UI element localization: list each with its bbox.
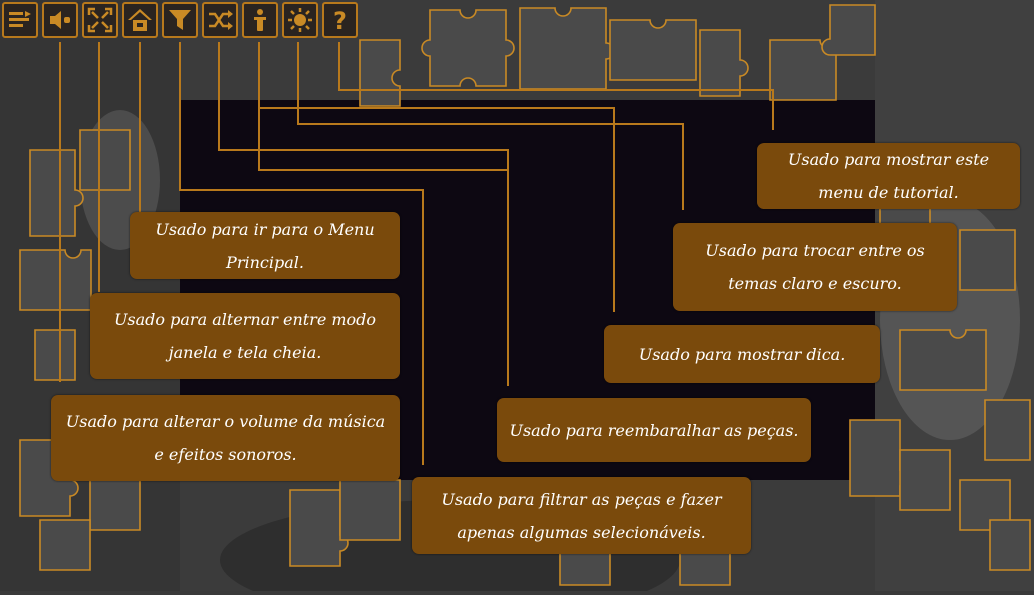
puzzle-piece <box>821 4 876 56</box>
puzzle-piece <box>699 29 749 97</box>
home-button[interactable] <box>122 2 158 38</box>
puzzle-piece <box>34 329 76 381</box>
tooltip-theme: Usado para trocar entre os temas claro e… <box>673 223 957 311</box>
volume-button[interactable] <box>42 2 78 38</box>
shuffle-icon <box>209 10 233 30</box>
puzzle-piece <box>39 519 91 571</box>
tooltip-shuffle: Usado para reembaralhar as peças. <box>497 398 811 462</box>
puzzle-piece <box>519 7 615 90</box>
toolbar: ? <box>0 0 360 42</box>
hint-icon <box>254 9 266 31</box>
home-icon <box>128 9 152 31</box>
help-icon: ? <box>333 7 347 34</box>
theme-icon <box>288 8 312 32</box>
puzzle-piece <box>339 479 401 541</box>
tooltip-filter-text: Usado para filtrar as peças e fazer apen… <box>441 489 722 542</box>
puzzle-piece <box>29 149 84 237</box>
tooltip-shuffle-text: Usado para reembaralhar as peças. <box>509 420 799 440</box>
fullscreen-button[interactable] <box>82 2 118 38</box>
puzzle-piece <box>19 249 92 311</box>
puzzle-piece <box>609 19 697 81</box>
tooltip-hint: Usado para mostrar dica. <box>604 325 880 383</box>
theme-button[interactable] <box>282 2 318 38</box>
speaker-icon <box>50 11 70 29</box>
menu-list-icon <box>9 11 31 27</box>
tooltip-window: Usado para alternar entre modo janela e … <box>90 293 400 379</box>
filter-button[interactable] <box>162 2 198 38</box>
tooltip-tutorial: Usado para mostrar este menu de tutorial… <box>757 143 1020 209</box>
puzzle-piece <box>421 9 515 87</box>
puzzle-piece <box>79 129 131 191</box>
hint-button[interactable] <box>242 2 278 38</box>
puzzle-piece <box>984 399 1031 461</box>
tooltip-theme-text: Usado para trocar entre os temas claro e… <box>705 241 925 293</box>
puzzle-piece <box>899 329 987 391</box>
tooltip-filter: Usado para filtrar as peças e fazer apen… <box>412 477 751 554</box>
tooltip-window-text: Usado para alternar entre modo janela e … <box>113 310 377 362</box>
tooltip-volume-text: Usado para alterar o volume da música e … <box>65 412 386 464</box>
puzzle-piece <box>89 479 141 531</box>
filter-icon <box>169 10 191 30</box>
tooltip-home: Usado para ir para o Menu Principal. <box>130 212 400 279</box>
puzzle-piece <box>899 449 951 511</box>
tooltip-home-text: Usado para ir para o Menu Principal. <box>155 219 375 272</box>
shuffle-button[interactable] <box>202 2 238 38</box>
svg-text:?: ? <box>333 7 347 34</box>
menu-list-button[interactable] <box>2 2 38 38</box>
fullscreen-icon <box>87 7 113 33</box>
tooltip-hint-text: Usado para mostrar dica. <box>638 344 846 364</box>
tooltip-volume: Usado para alterar o volume da música e … <box>51 395 400 481</box>
puzzle-piece <box>989 519 1031 571</box>
puzzle-piece <box>959 229 1016 291</box>
help-button[interactable]: ? <box>322 2 358 38</box>
tooltip-tutorial-text: Usado para mostrar este menu de tutorial… <box>787 150 990 202</box>
puzzle-piece <box>359 39 401 107</box>
